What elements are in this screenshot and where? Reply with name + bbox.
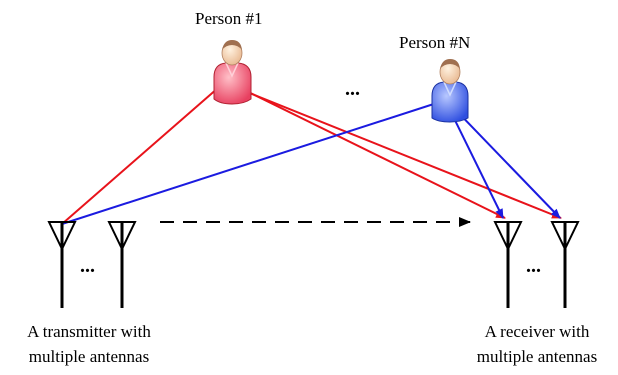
path-person-n-to-rx-1: [446, 103, 504, 219]
person-n-label: Person #N: [399, 33, 470, 52]
tx-antenna-1: [47, 221, 77, 308]
person-1-label: Person #1: [195, 9, 263, 28]
path-person-1-to-rx-2: [231, 85, 562, 219]
transmitter-caption-line-1: A transmitter with: [27, 322, 151, 341]
receiver-antennas: ...: [493, 221, 580, 308]
path-person-n-to-rx-2: [448, 102, 561, 219]
path-tx-to-person-1: [61, 80, 227, 225]
path-person-1-to-rx-1: [225, 80, 506, 219]
person-n-paths: [61, 100, 561, 225]
person-1-paths: [61, 80, 562, 225]
tx-ellipsis: ...: [80, 255, 95, 277]
tx-antenna-2: [107, 221, 137, 308]
person-n-icon: [431, 59, 469, 123]
transmitter-antennas: ...: [47, 221, 137, 308]
person-1-icon: [213, 40, 252, 105]
rx-antenna-2: [550, 221, 580, 308]
receiver-caption-line-2: multiple antennas: [477, 347, 597, 366]
rx-ellipsis: ...: [526, 255, 541, 277]
persons-ellipsis: ...: [345, 78, 360, 100]
transmitter-caption-line-2: multiple antennas: [29, 347, 149, 366]
rx-antenna-1: [493, 221, 523, 308]
receiver-caption-line-1: A receiver with: [485, 322, 590, 341]
path-tx-to-person-n: [61, 100, 444, 225]
